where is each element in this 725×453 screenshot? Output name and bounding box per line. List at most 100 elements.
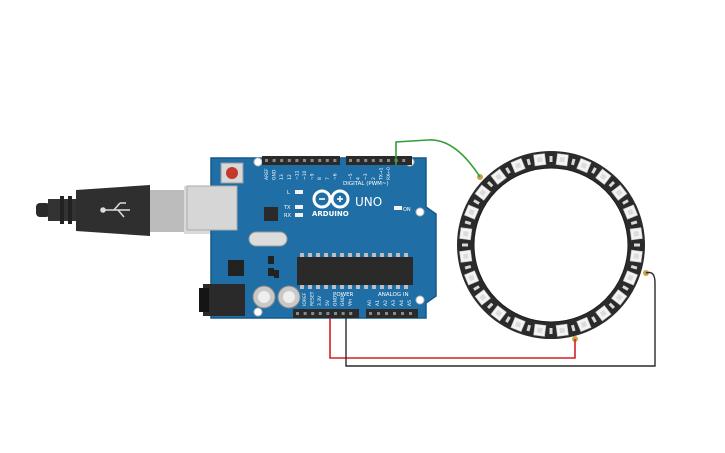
pin-label: A1 (375, 300, 381, 306)
data-wire[interactable] (395, 139, 481, 178)
pin-label: 8 (317, 177, 323, 180)
pin-label: 3.3V (317, 295, 323, 306)
ring-led (474, 184, 491, 201)
ring-led (595, 168, 612, 185)
usb-chip (264, 207, 278, 221)
ring-capacitor (505, 167, 511, 174)
ring-capacitor (591, 167, 597, 174)
ring-led (629, 227, 643, 241)
ring-capacitor (591, 316, 597, 323)
capacitors (252, 285, 301, 309)
ring-capacitor (634, 243, 640, 247)
model-label: UNO (355, 195, 382, 209)
ring-led (510, 316, 526, 333)
pin-label: Vin (348, 299, 354, 306)
ring-capacitor (487, 181, 494, 188)
ring-capacitor (622, 285, 629, 291)
ring-led (533, 323, 547, 337)
ring-led (474, 289, 491, 306)
rx-label: RX (284, 213, 291, 219)
on-label: ON (403, 207, 411, 213)
power-wire[interactable] (329, 318, 576, 359)
pin-label: GND (332, 295, 338, 306)
pin-label: ~5 (348, 173, 354, 180)
ring-capacitor (462, 243, 468, 247)
status-leds (295, 190, 402, 217)
ground-wire[interactable] (345, 271, 656, 367)
pin-label: IOREF (302, 292, 308, 306)
pin-label: ~9 (310, 173, 316, 180)
ring-led (510, 157, 526, 174)
brand-label: ARDUINO (312, 210, 349, 218)
power-header[interactable] (293, 309, 359, 318)
ring-led (611, 184, 628, 201)
ring-led (463, 270, 480, 286)
pin-label: AREF (264, 168, 270, 180)
ring-led (576, 316, 592, 333)
atmega-chip (297, 253, 413, 289)
ring-capacitor (630, 265, 638, 270)
pin-label: 12 (287, 174, 293, 180)
pin-label: A2 (383, 300, 389, 306)
pin-label: ~6 (332, 173, 338, 180)
ring-led (576, 157, 592, 174)
ring-led (622, 270, 639, 286)
crystal (248, 231, 288, 247)
ring-capacitor (571, 324, 576, 332)
ring-led (463, 204, 480, 220)
power-label: POWER (333, 292, 354, 298)
pin-label: 13 (279, 174, 285, 180)
ring-capacitor (608, 181, 615, 188)
ring-capacitor (622, 199, 629, 205)
pin-label: GND (340, 295, 346, 306)
pin-label: RX←0 (386, 167, 392, 180)
usb-icon (100, 202, 130, 218)
ring-capacitor (526, 158, 531, 166)
pin-label: 4 (356, 177, 362, 180)
regulator (228, 260, 244, 276)
ring-led (629, 249, 643, 263)
tx-label: TX (283, 205, 291, 211)
pin-label: ~11 (294, 170, 300, 180)
pin-label: A5 (407, 300, 413, 306)
digital-header[interactable] (262, 156, 412, 165)
ring-led (555, 153, 569, 167)
ring-led (622, 204, 639, 220)
pin-label: TX→1 (378, 167, 384, 181)
ring-led (490, 168, 507, 185)
pin-label: GND (272, 169, 278, 180)
ring-led (459, 249, 473, 263)
ring-led (490, 305, 507, 322)
ring-capacitor (630, 220, 638, 225)
ring-capacitor (464, 265, 472, 270)
analog-header[interactable] (366, 309, 418, 318)
reset-button[interactable] (220, 162, 244, 184)
pin-label: A3 (391, 300, 397, 306)
ring-capacitor (549, 328, 553, 334)
ring-capacitor (473, 199, 480, 205)
l-label: L (287, 190, 290, 196)
pin-label: A0 (367, 300, 373, 306)
pin-label: RESET (310, 291, 316, 306)
pin-label: 7 (325, 177, 331, 180)
ring-capacitor (549, 156, 553, 162)
ring-capacitor (487, 302, 494, 309)
ring-capacitor (571, 158, 576, 166)
pin-label: ~10 (302, 170, 308, 180)
ring-led (533, 153, 547, 167)
pin-label: A4 (399, 300, 405, 306)
pin-label: 5V (325, 299, 331, 306)
ring-capacitor (505, 316, 511, 323)
ring-capacitor (526, 324, 531, 332)
ring-led (459, 227, 473, 241)
usb-jack (186, 185, 238, 231)
digital-label: DIGITAL (PWM~) (343, 181, 389, 187)
ring-led (595, 305, 612, 322)
power-jack (199, 284, 245, 316)
ring-led (555, 323, 569, 337)
neopixel-ring[interactable] (457, 151, 649, 342)
